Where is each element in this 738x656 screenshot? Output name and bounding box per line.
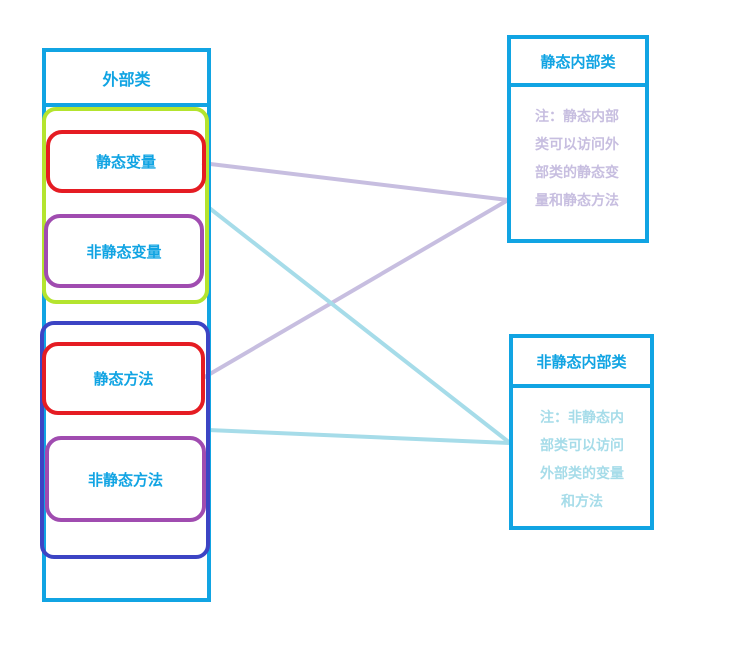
nonstatic-variable-box: 非静态变量: [44, 214, 204, 288]
note-line: 部类的静态变: [535, 165, 619, 181]
static-variable-box: 静态变量: [46, 130, 206, 193]
note-line: 部类可以访问: [540, 438, 624, 454]
note-line: 和方法: [561, 494, 603, 510]
nonstatic-method-label: 非静态方法: [87, 470, 163, 489]
static-inner-class-divider: [507, 83, 649, 87]
static-inner-class-title: 静态内部类: [540, 52, 616, 71]
link-static-method-to-static-inner: [201, 198, 510, 380]
nonstatic-inner-class-title: 非静态内部类: [536, 352, 627, 371]
static-inner-class-box: [507, 35, 649, 243]
static-method-box: 静态方法: [42, 342, 205, 415]
nonstatic-method-box: 非静态方法: [45, 436, 206, 522]
nonstatic-variable-label: 非静态变量: [86, 242, 162, 261]
static-variable-label: 静态变量: [95, 153, 156, 171]
note-line: 类可以访问外: [535, 137, 619, 153]
link-static-variable-to-static-inner: [201, 161, 509, 202]
note-line: 注：静态内部: [535, 109, 619, 125]
outer-class-title: 外部类: [102, 69, 151, 89]
note-line: 量和静态方法: [535, 193, 619, 209]
nonstatic-inner-class-note: 注：非静态内 部类可以访问 外部类的变量 和方法: [522, 404, 642, 516]
static-method-label: 静态方法: [93, 370, 154, 388]
link-variables-to-nonstatic-inner: [206, 205, 512, 445]
note-line: 外部类的变量: [540, 466, 624, 482]
link-methods-to-nonstatic-inner: [207, 428, 511, 445]
static-inner-class-note: 注：静态内部 类可以访问外 部类的静态变 量和静态方法: [517, 103, 637, 215]
note-line: 注：非静态内: [540, 410, 624, 426]
methods-group: [40, 321, 210, 559]
outer-class-divider: [42, 103, 211, 107]
nonstatic-inner-class-divider: [509, 384, 654, 388]
variables-group: [42, 107, 209, 304]
nonstatic-inner-class-box: [509, 334, 654, 530]
